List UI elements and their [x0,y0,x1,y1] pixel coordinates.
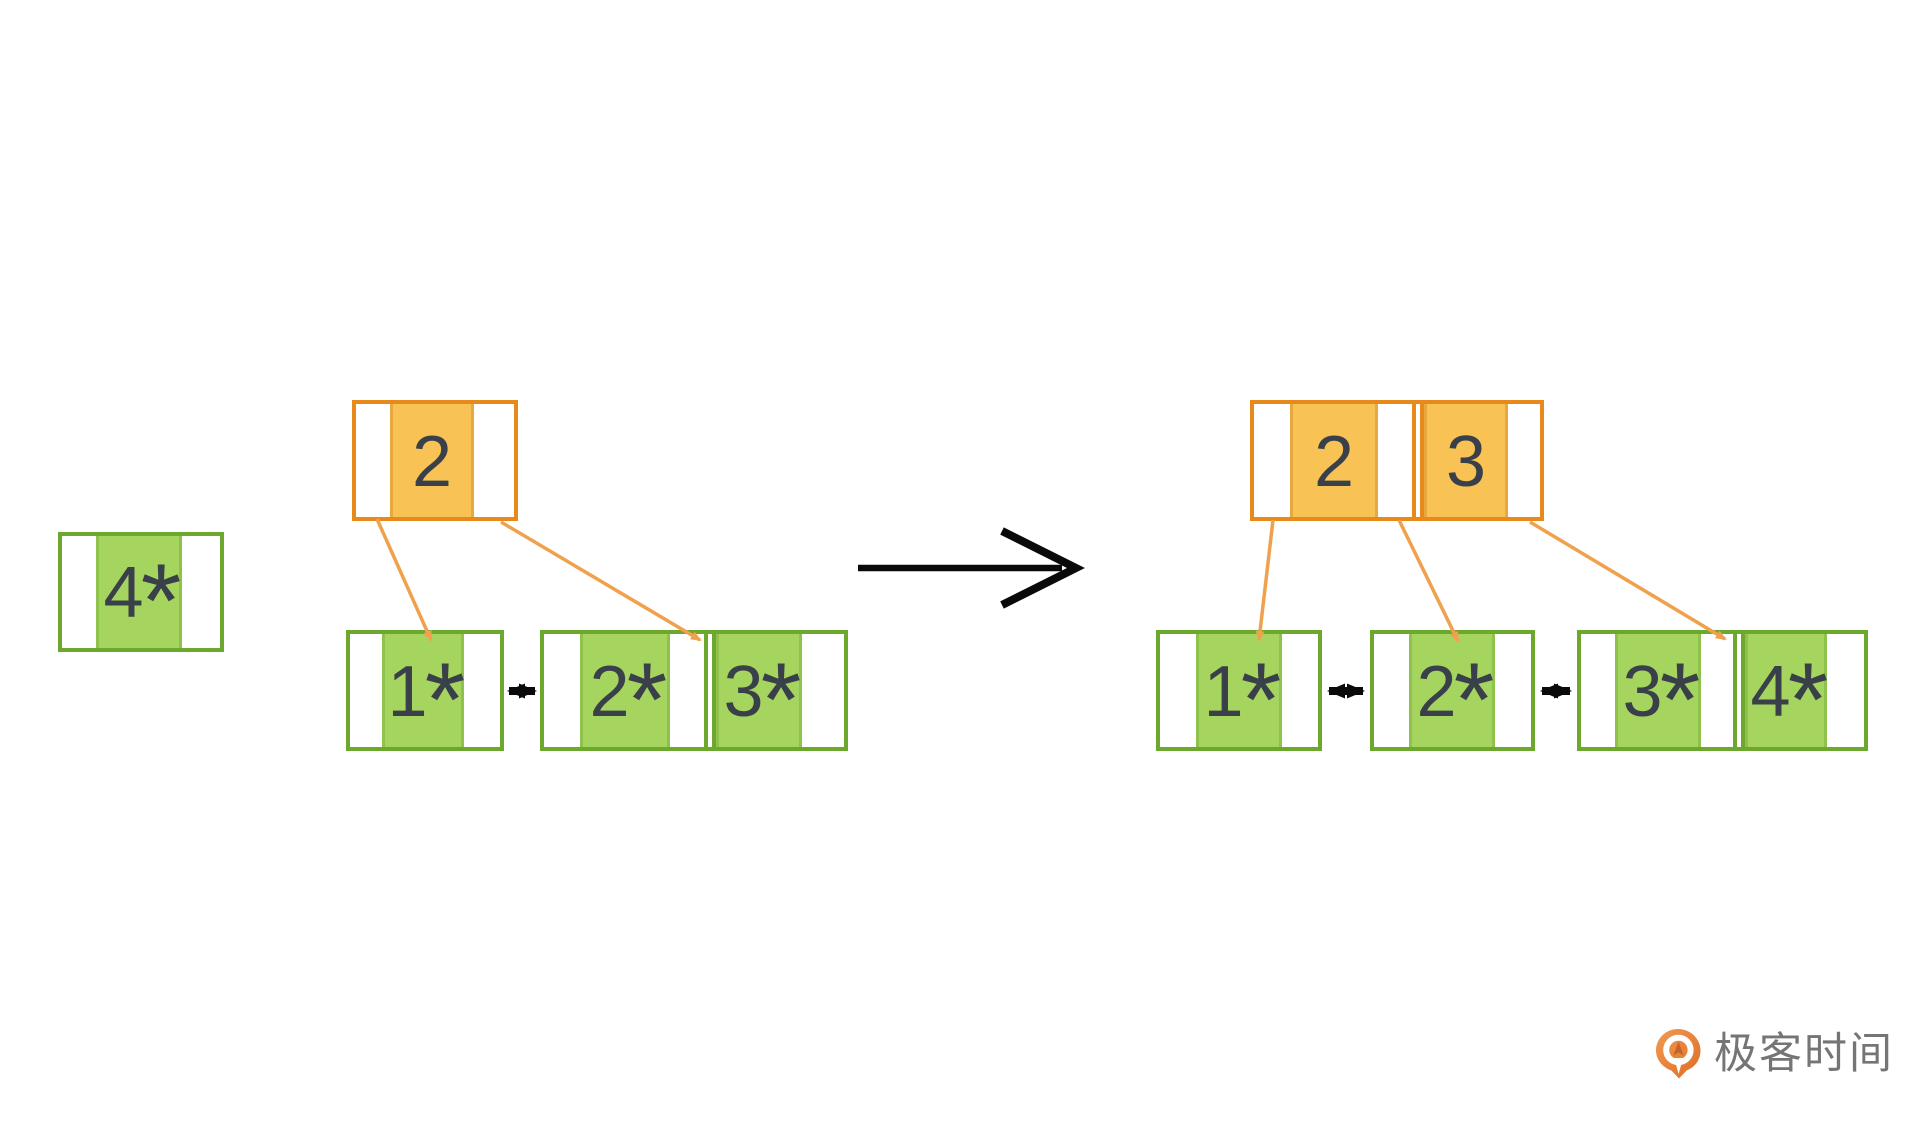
key-number: 4 [1750,651,1791,732]
link-after-root-to-leaf2 [1397,519,1460,643]
pointer-cell [1495,634,1531,747]
key-cell: 1* [382,634,465,752]
key-star: * [760,642,801,759]
before-leaf-1: 1* [346,630,504,752]
node-join-divider [704,634,716,747]
logo-arrow-mark [1673,1041,1684,1056]
key-number: 3 [1445,421,1487,502]
key-number: 2 [411,421,453,502]
pointer-cell [356,404,390,517]
pointer-cell [1160,634,1196,747]
after-leaf-3-4: 3* 4* [1577,630,1868,752]
pointer-cell [464,634,500,747]
key-number: 2 [1313,421,1355,502]
link-after-root-to-leaf3 [1529,520,1727,641]
key-cell: 2 [390,404,474,517]
pointer-cell [802,634,844,747]
key-number: 1 [387,651,428,732]
before-leaf-2-3: 2* 3* [540,630,848,752]
pointer-cell [474,404,514,517]
pointer-cell [1508,404,1540,517]
key-star: * [626,642,667,759]
after-root-node: 2 3 [1250,400,1544,521]
key-cell: 3 [1424,404,1508,517]
key-cell: 3* [1615,634,1701,752]
pointer-cell [1254,404,1290,517]
node-join-divider [1733,634,1745,747]
pointer-cell [1378,404,1412,517]
key-star: * [1453,642,1494,759]
key-number: 3 [1622,651,1663,732]
key-number: 2 [1416,651,1457,732]
key-number: 4 [103,553,144,633]
key-star: * [1787,642,1828,759]
pointer-cell [1701,634,1733,747]
logo-tail [1674,1058,1683,1074]
geektime-logo: 极客时间 [1655,1028,1894,1080]
pointer-cell [670,634,704,747]
pointer-cell [182,536,220,648]
key-cell: 3* [716,634,802,752]
after-leaf-1: 1* [1156,630,1322,752]
before-root-node: 2 [352,400,518,521]
key-cell: 1* [1196,634,1282,752]
key-number: 2 [589,651,630,732]
key-star: * [140,543,181,660]
key-number: 3 [723,651,764,732]
link-after-root-to-leaf1 [1255,519,1275,642]
key-cell: 4* [1745,634,1828,752]
key-star: * [1240,642,1281,759]
key-cell: 2* [1409,634,1495,752]
key-cell: 4* [96,536,182,654]
link-before-root-to-leaf2 [500,520,702,642]
key-cell: 2 [1290,404,1378,517]
pointer-cell [1827,634,1864,747]
pointer-cell [1374,634,1409,747]
key-number: 1 [1203,651,1244,732]
transform-arrow-head [1000,527,1085,609]
pointer-cell [350,634,382,747]
pointer-cell [544,634,580,747]
pointer-cell [1282,634,1318,747]
pointer-cell [1581,634,1615,747]
node-record-4: 4* [58,532,224,654]
node-join-divider [1412,404,1424,517]
key-star: * [424,642,465,759]
key-star: * [1659,642,1700,759]
geektime-logo-text: 极客时间 [1714,1029,1894,1078]
geektime-logo-icon [1656,1029,1701,1079]
pointer-cell [62,536,96,648]
after-leaf-2: 2* [1370,630,1535,752]
link-before-root-to-leaf1 [375,518,433,642]
key-cell: 2* [580,634,670,752]
